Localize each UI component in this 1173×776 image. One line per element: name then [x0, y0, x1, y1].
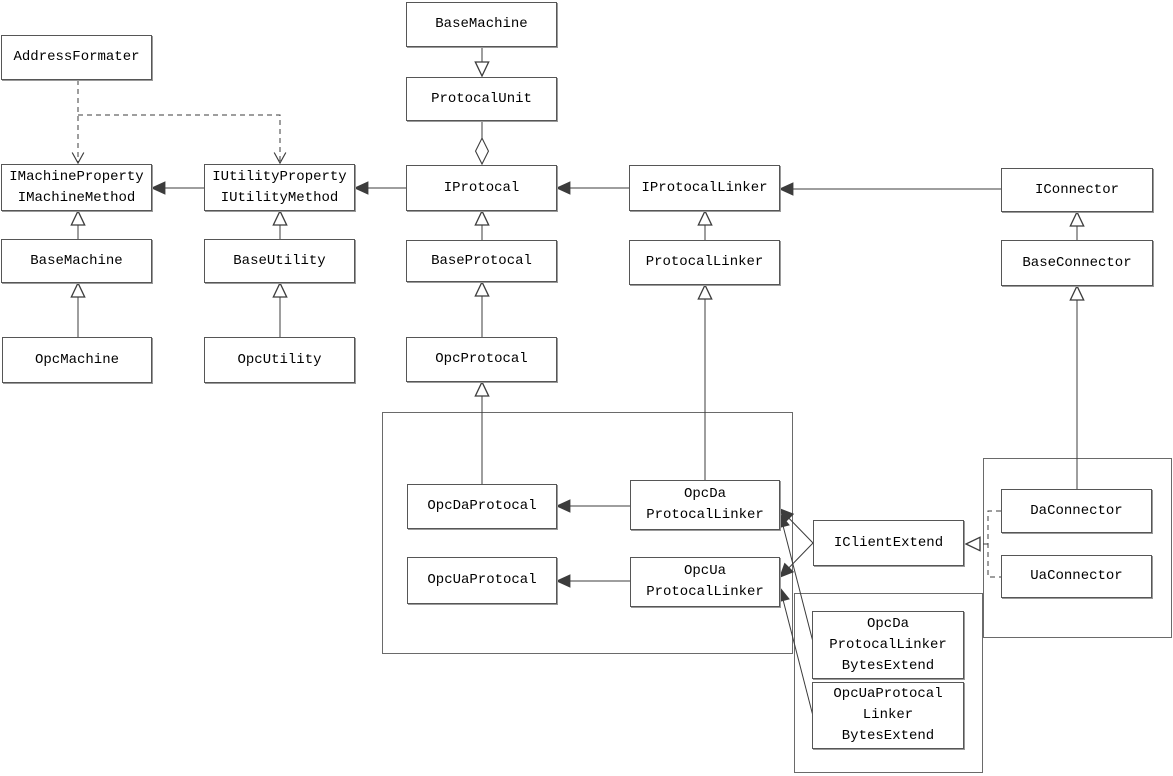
class-label-line: BaseMachine [30, 252, 123, 269]
class-label-line: BytesExtend [841, 657, 935, 674]
class-box-iclient-extend: IClientExtend [813, 520, 964, 566]
class-label-line: OpcDa [683, 486, 726, 502]
class-label-line: IUtilityProperty [212, 168, 347, 185]
class-label-line: BaseMachine [435, 16, 528, 32]
class-box-address-formater: AddressFormater [1, 35, 152, 80]
class-label-line: OpcUaProtocal [833, 686, 943, 702]
class-box-base-connector: BaseConnector [1001, 240, 1153, 286]
class-label-line: OpcMachine [34, 351, 119, 368]
class-label-line: IMachineProperty [9, 168, 144, 185]
class-label-line: BytesExtend [841, 728, 935, 744]
class-label-line: IClientExtend [833, 534, 944, 551]
class-box-opc-protocal: OpcProtocal [406, 337, 557, 382]
class-box-opc-machine: OpcMachine [2, 337, 152, 383]
class-box-iconnector: IConnector [1001, 168, 1153, 212]
edge-opc-da-protocal-linker-bytes-extend-to-opc-da-protocal-linker [776, 512, 814, 643]
class-box-protocal-unit: ProtocalUnit [406, 77, 557, 121]
class-label-line: IMachineMethod [17, 189, 136, 206]
class-label-line: BaseProtocal [431, 252, 532, 269]
class-box-iprotocal-linker: IProtocalLinker [629, 165, 780, 211]
class-label-line: BaseConnector [1022, 254, 1132, 271]
class-box-da-connector: DaConnector [1001, 489, 1152, 533]
class-box-iprotocal: IProtocal [406, 165, 557, 211]
class-box-base-protocal: BaseProtocal [406, 240, 557, 282]
class-label-line: ProtocalLinker [645, 254, 764, 270]
class-label-line: IUtilityMethod [220, 189, 339, 206]
edge-iclient-extend-to-opc-ua-protocal-linker [779, 542, 814, 579]
edge-iclient-extend-to-opc-da-protocal-linker [779, 507, 814, 544]
class-label-line: UaConnector [1030, 568, 1123, 584]
class-box-base-machine-left: BaseMachine [1, 239, 152, 283]
class-box-base-utility: BaseUtility [204, 239, 355, 283]
class-label-line: IConnector [1034, 181, 1119, 198]
class-label-line: AddressFormater [13, 49, 140, 65]
class-label-line: OpcUa [683, 563, 726, 579]
class-box-base-machine-top: BaseMachine [406, 2, 557, 47]
edge-opc-ua-protocal-linker-bytes-extend-to-opc-ua-protocal-linker [776, 586, 814, 717]
class-box-ua-connector: UaConnector [1001, 555, 1152, 598]
group-opc-protocal-group [382, 412, 793, 654]
class-label-line: OpcDaProtocal [427, 498, 537, 514]
class-box-opc-utility: OpcUtility [204, 337, 355, 383]
class-label-line: Linker [862, 707, 914, 723]
class-label-line: OpcUaProtocal [427, 572, 537, 588]
class-label-line: OpcProtocal [435, 351, 528, 367]
class-label-line: BaseUtility [233, 252, 326, 269]
class-label-line: IProtocal [443, 179, 520, 196]
class-label-line: ProtocalLinker [646, 507, 764, 523]
class-label-line: OpcDa [866, 615, 909, 632]
class-label-line: ProtocalUnit [431, 90, 532, 107]
edge-address-formater-to-iutility-property-method [78, 114, 287, 165]
class-label-line: IProtocalLinker [641, 179, 768, 196]
class-box-protocal-linker: ProtocalLinker [629, 240, 780, 285]
group-bytes-extend-group [794, 593, 983, 773]
class-label-line: ProtocalLinker [829, 636, 947, 653]
class-label-line: ProtocalLinker [646, 584, 764, 600]
class-box-opc-ua-protocal: OpcUaProtocal [407, 557, 557, 604]
class-label-line: DaConnector [1030, 502, 1123, 519]
edge-da-connector-to-ua-connector [987, 510, 1001, 578]
class-box-opc-da-protocal: OpcDaProtocal [407, 484, 557, 529]
class-label-line: OpcUtility [237, 351, 322, 368]
